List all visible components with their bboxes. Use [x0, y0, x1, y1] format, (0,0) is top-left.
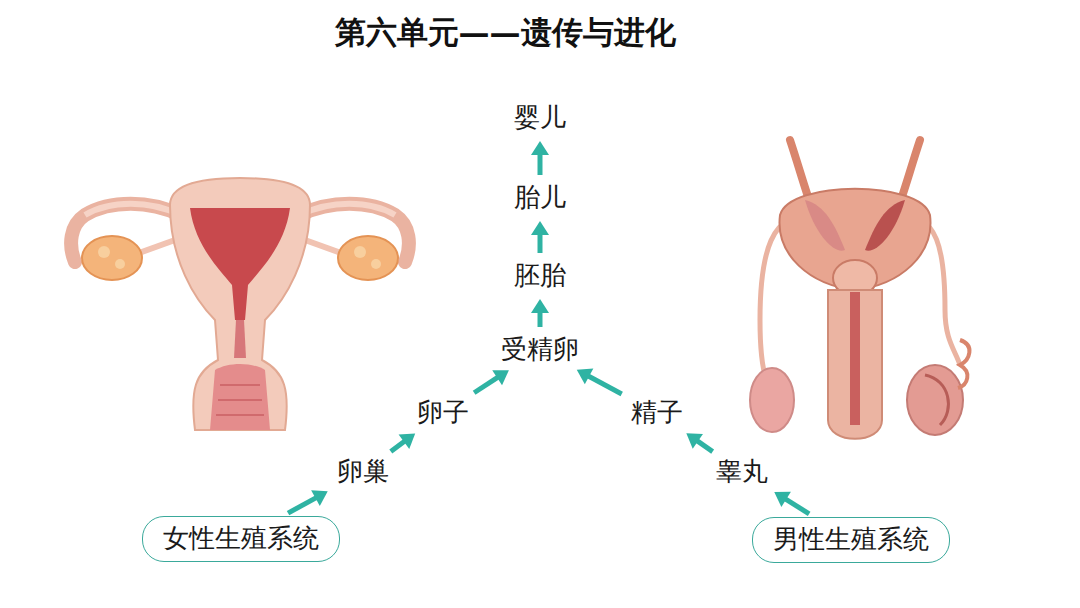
flow-arrow — [774, 492, 809, 514]
arrow-shaft — [474, 377, 499, 393]
arrow-head — [531, 299, 549, 313]
stage-label: 精子 — [627, 396, 687, 430]
stage-label: 胚胎 — [510, 259, 570, 293]
flow-arrow — [577, 368, 622, 393]
arrow-shaft — [288, 497, 317, 513]
flow-arrow — [686, 433, 712, 451]
system-box: 女性生殖系统 — [142, 516, 340, 562]
stage-label: 卵子 — [413, 396, 473, 430]
flow-arrow — [531, 299, 549, 327]
stage-label: 卵巢 — [333, 455, 393, 489]
arrow-shaft — [538, 233, 543, 253]
arrow-head — [399, 433, 416, 449]
arrow-head — [577, 368, 594, 384]
node-text: 卵巢 — [337, 457, 389, 487]
node-text: 女性生殖系统 — [163, 524, 319, 554]
female-organs — [71, 178, 409, 430]
stage-label: 睾丸 — [712, 455, 772, 489]
arrow-shaft — [538, 153, 543, 175]
flow-arrow — [288, 490, 328, 513]
arrow-head — [531, 141, 549, 155]
node-text: 卵子 — [417, 398, 469, 428]
node-text: 胎儿 — [514, 183, 566, 213]
arrow-shaft — [538, 311, 543, 327]
stage-label: 婴儿 — [510, 101, 570, 135]
node-text: 胚胎 — [514, 261, 566, 291]
system-box: 男性生殖系统 — [752, 517, 950, 563]
arrow-head — [774, 492, 791, 507]
node-text: 男性生殖系统 — [773, 525, 929, 555]
node-text: 精子 — [631, 398, 683, 428]
arrow-head — [686, 433, 703, 448]
flow-arrow — [474, 370, 509, 393]
arrow-head — [531, 221, 549, 235]
arrow-head — [311, 490, 328, 506]
flow-arrow — [531, 221, 549, 253]
stage-label: 胎儿 — [510, 181, 570, 215]
arrow-shaft — [696, 440, 712, 451]
node-text: 受精卵 — [501, 335, 579, 365]
node-text: 婴儿 — [514, 103, 566, 133]
diagram-title: 第六单元——遗传与进化 — [0, 12, 1010, 54]
male-organs — [750, 140, 969, 439]
arrow-shaft — [391, 441, 406, 452]
flow-arrow — [531, 141, 549, 175]
arrow-head — [492, 370, 509, 385]
flow-arrow — [391, 433, 415, 451]
arrow-shaft — [784, 498, 809, 513]
node-text: 睾丸 — [716, 457, 768, 487]
stage-label: 受精卵 — [497, 333, 583, 367]
arrow-shaft — [587, 375, 621, 394]
